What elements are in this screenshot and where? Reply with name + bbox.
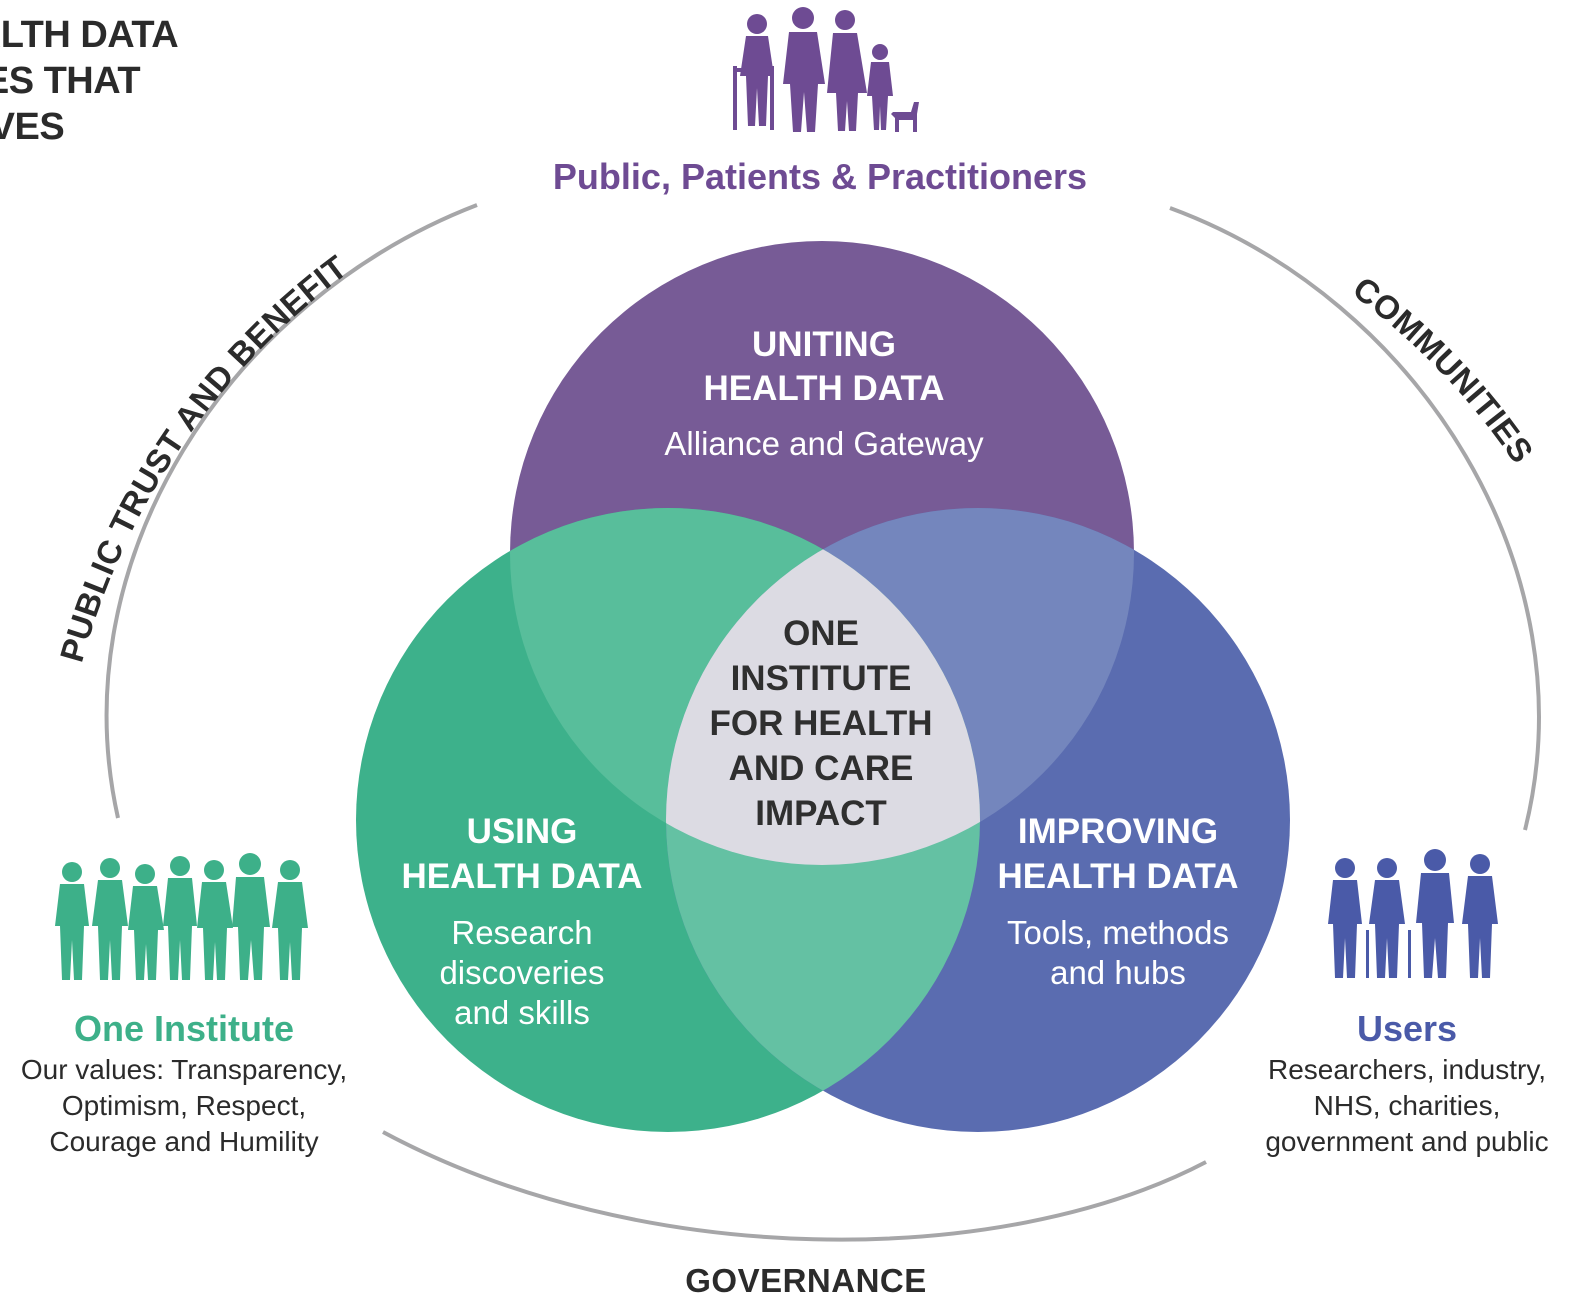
institute-desc-line-2: Optimism, Respect, — [61, 1090, 307, 1121]
uniting-title-1: UNITING — [752, 325, 896, 364]
improving-title-1: IMPROVING — [1018, 812, 1218, 851]
institute-desc-line-3: Courage and Humility — [49, 1126, 319, 1157]
heading-line-1: HEALTH DATA — [0, 14, 179, 56]
outer-arc-right — [1169, 206, 1541, 831]
center-line-2: INSTITUTE — [731, 659, 912, 698]
users-group-description: Researchers, industry, NHS, charities, g… — [1232, 1052, 1582, 1160]
arc-label-bottom: GOVERNANCE — [685, 1262, 927, 1299]
center-line-1: ONE — [783, 614, 859, 653]
heading-line-2: ERIES THAT — [0, 60, 141, 102]
institute-group-description: Our values: Transparency, Optimism, Resp… — [0, 1052, 368, 1160]
overlap-center — [666, 508, 980, 865]
users-group: Users Researchers, industry, NHS, charit… — [1232, 1008, 1582, 1160]
uniting-subtitle: Alliance and Gateway — [664, 425, 984, 462]
using-subtitle-1: Research — [451, 914, 592, 951]
family-silhouette-icon — [733, 7, 919, 132]
outer-arc-left — [104, 203, 478, 819]
center-line-4: AND CARE — [729, 749, 914, 788]
users-group-title: Users — [1356, 1008, 1458, 1049]
using-title-1: USING — [467, 812, 578, 851]
improving-subtitle-2: and hubs — [1050, 954, 1186, 991]
heading-line-3: S LIVES — [0, 106, 65, 148]
using-subtitle-3: and skills — [454, 994, 590, 1031]
improving-title-2: HEALTH DATA — [997, 857, 1238, 896]
page-heading: HEALTH DATA ERIES THAT S LIVES — [0, 12, 179, 150]
arc-label-right: COMMUNITIES — [1346, 269, 1541, 469]
users-desc-line-1: Researchers, industry, — [1267, 1054, 1547, 1085]
arc-label-left: PUBLIC TRUST AND BENEFIT — [53, 248, 354, 666]
institute-group-title: One Institute — [73, 1008, 294, 1049]
uniting-title-2: HEALTH DATA — [703, 369, 944, 408]
users-desc-line-2: NHS, charities, — [1313, 1090, 1501, 1121]
outer-arc-bottom — [382, 1130, 1207, 1242]
team-silhouette-icon — [55, 853, 308, 980]
institute-desc-line-1: Our values: Transparency, — [20, 1054, 348, 1085]
users-silhouette-icon — [1328, 849, 1498, 978]
center-line-5: IMPACT — [755, 794, 887, 833]
improving-subtitle-1: Tools, methods — [1007, 914, 1229, 951]
users-desc-line-3: government and public — [1265, 1126, 1549, 1157]
center-line-3: FOR HEALTH — [710, 704, 933, 743]
public-group-title: Public, Patients & Practitioners — [552, 156, 1088, 197]
arc-label-right-text: COMMUNITIES — [1346, 269, 1540, 469]
institute-group: One Institute Our values: Transparency, … — [0, 1008, 368, 1160]
using-title-2: HEALTH DATA — [401, 857, 642, 896]
using-subtitle-2: discoveries — [439, 954, 604, 991]
arc-label-left-text: PUBLIC TRUST AND BENEFIT — [53, 248, 354, 666]
